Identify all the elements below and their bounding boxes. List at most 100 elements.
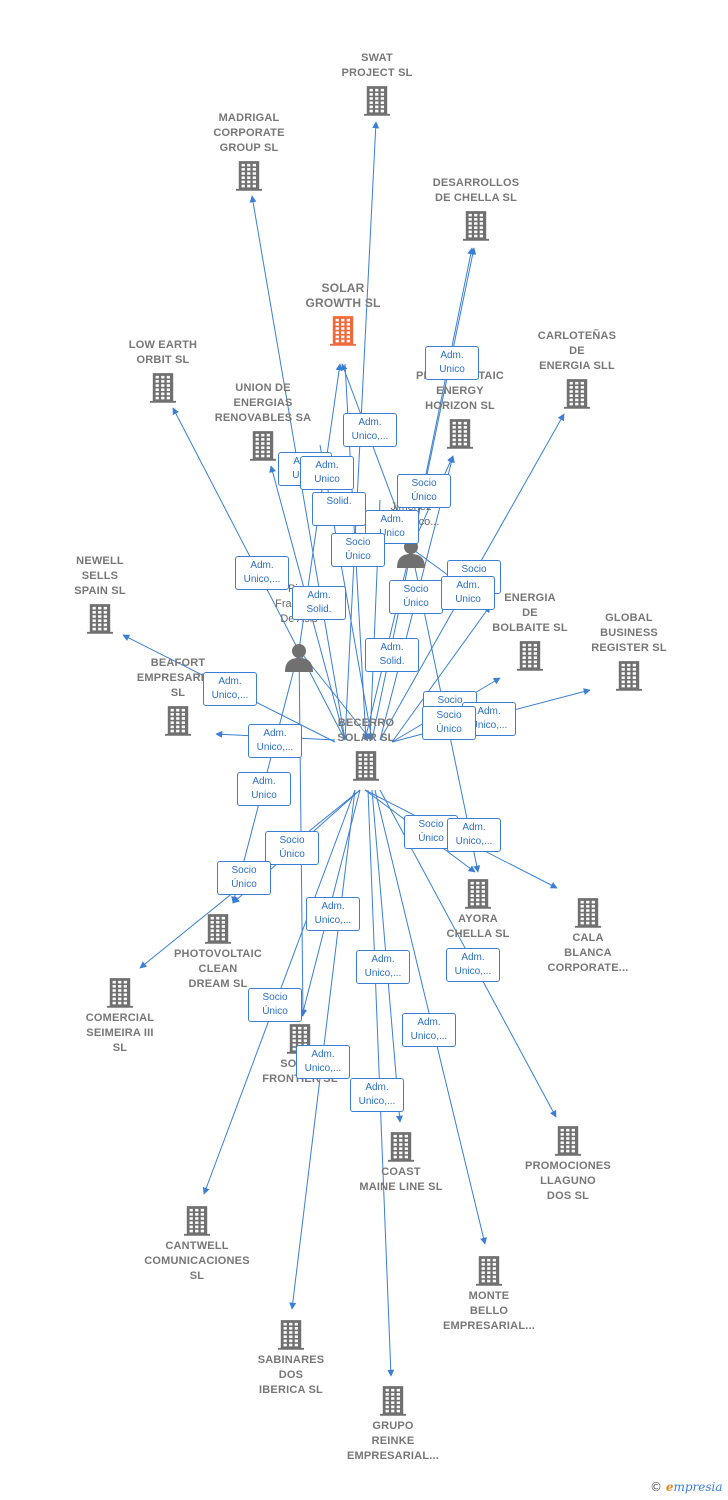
- company-label[interactable]: COAST MAINE LINE SL: [359, 1166, 443, 1193]
- company-node-coast[interactable]: COAST MAINE LINE SL: [331, 1127, 471, 1195]
- relation-label[interactable]: Adm. Solid.: [365, 638, 419, 672]
- building-icon: [353, 751, 379, 781]
- company-node-cala-blanca[interactable]: CALA BLANCA CORPORATE...: [518, 893, 658, 976]
- relation-label[interactable]: Adm. Unico,...: [248, 724, 302, 758]
- company-label[interactable]: SOLAR GROWTH SL: [305, 281, 381, 310]
- company-node-low-earth[interactable]: LOW EARTH ORBIT SL: [93, 338, 233, 406]
- brand-name: mpresia: [673, 1480, 723, 1494]
- company-label[interactable]: BECERRO SOLAR SL: [337, 717, 395, 744]
- building-icon: [447, 419, 473, 449]
- company-label[interactable]: GLOBAL BUSINESS REGISTER SL: [591, 612, 667, 654]
- relation-label[interactable]: Socio Único: [331, 533, 385, 567]
- relation-label[interactable]: Socio Único: [422, 706, 476, 740]
- company-label[interactable]: ENERGIA DE BOLBAITE SL: [492, 592, 568, 634]
- company-label[interactable]: UNION DE ENERGIAS RENOVABLES SA: [214, 382, 312, 424]
- company-node-beafort[interactable]: BEAFORT EMPRESARIAL SL: [108, 656, 248, 739]
- company-node-global-business[interactable]: GLOBAL BUSINESS REGISTER SL: [559, 611, 699, 694]
- building-icon: [236, 161, 262, 191]
- company-label[interactable]: CANTWELL COMUNICACIONES SL: [144, 1240, 250, 1282]
- building-icon: [380, 1386, 406, 1416]
- building-icon: [476, 1256, 502, 1286]
- person-icon[interactable]: [284, 642, 314, 677]
- company-node-union[interactable]: UNION DE ENERGIAS RENOVABLES SA: [193, 381, 333, 464]
- company-label[interactable]: SABINARES DOS IBERICA SL: [257, 1354, 325, 1396]
- relation-label[interactable]: Adm. Unico,...: [356, 950, 410, 984]
- building-icon: [564, 379, 590, 409]
- company-node-comercial[interactable]: COMERCIAL SEIMEIRA III SL: [50, 973, 190, 1056]
- relation-label[interactable]: Socio Único: [265, 831, 319, 865]
- building-icon: [465, 879, 491, 909]
- relation-label[interactable]: Socio Único: [397, 474, 451, 508]
- company-node-monte-bello[interactable]: MONTE BELLO EMPRESARIAL...: [419, 1251, 559, 1334]
- relation-label[interactable]: Solid.: [312, 492, 366, 526]
- building-icon: [184, 1206, 210, 1236]
- relation-label[interactable]: Adm. Unico,...: [402, 1013, 456, 1047]
- building-icon: [330, 316, 356, 346]
- relation-label[interactable]: Adm. Unico: [237, 772, 291, 806]
- edge-8: [391, 605, 491, 743]
- company-label[interactable]: MONTE BELLO EMPRESARIAL...: [442, 1290, 536, 1332]
- company-label[interactable]: AYORA CHELLA SL: [446, 913, 510, 940]
- relation-label[interactable]: Adm. Unico,...: [235, 556, 289, 590]
- company-node-solar-growth[interactable]: SOLAR GROWTH SL: [273, 281, 413, 349]
- building-icon: [517, 641, 543, 671]
- company-node-grupo-reinke[interactable]: GRUPO REINKE EMPRESARIAL...: [323, 1381, 463, 1464]
- company-node-pv-clean[interactable]: PHOTOVOLTAIC CLEAN DREAM SL: [148, 909, 288, 992]
- relation-label[interactable]: Adm. Unico,...: [203, 672, 257, 706]
- building-icon: [87, 604, 113, 634]
- company-label[interactable]: PHOTOVOLTAIC CLEAN DREAM SL: [174, 948, 262, 990]
- company-label[interactable]: CARLOTEÑAS DE ENERGIA SLL: [537, 330, 617, 372]
- company-node-promociones[interactable]: PROMOCIONES LLAGUNO DOS SL: [498, 1121, 638, 1204]
- relation-label[interactable]: Socio Único: [217, 861, 271, 895]
- building-icon: [250, 431, 276, 461]
- relation-label[interactable]: Adm. Unico,...: [350, 1078, 404, 1112]
- company-label[interactable]: BEAFORT EMPRESARIAL SL: [136, 657, 220, 699]
- building-icon: [107, 978, 133, 1008]
- company-label[interactable]: COMERCIAL SEIMEIRA III SL: [85, 1012, 155, 1054]
- relation-label[interactable]: Adm. Unico: [300, 456, 354, 490]
- relation-label[interactable]: Socio Único: [389, 580, 443, 614]
- company-node-becerro[interactable]: BECERRO SOLAR SL: [296, 716, 436, 784]
- relation-label[interactable]: Adm. Unico: [441, 576, 495, 610]
- building-icon: [278, 1320, 304, 1350]
- company-label[interactable]: NEWELL SELLS SPAIN SL: [74, 555, 126, 597]
- relation-label[interactable]: Socio Único: [248, 988, 302, 1022]
- relation-label[interactable]: Adm. Unico,...: [306, 897, 360, 931]
- relation-label[interactable]: Adm. Unico,...: [296, 1045, 350, 1079]
- brand-initial: e: [665, 1480, 674, 1494]
- building-icon: [555, 1126, 581, 1156]
- company-label[interactable]: GRUPO REINKE EMPRESARIAL...: [346, 1420, 440, 1462]
- company-node-madrigal[interactable]: MADRIGAL CORPORATE GROUP SL: [179, 111, 319, 194]
- building-icon: [575, 898, 601, 928]
- company-label[interactable]: MADRIGAL CORPORATE GROUP SL: [213, 112, 285, 154]
- building-icon: [364, 86, 390, 116]
- company-node-energia-bolbaite[interactable]: ENERGIA DE BOLBAITE SL: [460, 591, 600, 674]
- copyright-symbol: ©: [650, 1480, 662, 1494]
- company-node-cantwell[interactable]: CANTWELL COMUNICACIONES SL: [127, 1201, 267, 1284]
- building-icon: [205, 914, 231, 944]
- building-icon: [616, 661, 642, 691]
- relation-label[interactable]: Adm. Solid.: [292, 586, 346, 620]
- relation-label[interactable]: Adm. Unico: [425, 346, 479, 380]
- empresia-logo[interactable]: © empresia: [650, 1480, 723, 1494]
- company-node-pv-energy[interactable]: PHOTOVOLTAIC ENERGY HORIZON SL: [390, 369, 530, 452]
- relation-label[interactable]: Adm. Unico: [365, 510, 419, 544]
- building-icon: [463, 211, 489, 241]
- relation-label[interactable]: Adm. Unico,...: [446, 948, 500, 982]
- company-node-swat[interactable]: SWAT PROJECT SL: [307, 51, 447, 119]
- company-label[interactable]: CALA BLANCA CORPORATE...: [547, 932, 629, 974]
- company-label[interactable]: DESARROLLOS DE CHELLA SL: [432, 177, 520, 204]
- building-icon: [388, 1132, 414, 1162]
- company-node-ayora[interactable]: AYORA CHELLA SL: [408, 874, 548, 942]
- company-node-desarrollos[interactable]: DESARROLLOS DE CHELLA SL: [406, 176, 546, 244]
- company-node-newell[interactable]: NEWELL SELLS SPAIN SL: [30, 554, 170, 637]
- company-node-sabinares[interactable]: SABINARES DOS IBERICA SL: [221, 1315, 361, 1398]
- company-label[interactable]: LOW EARTH ORBIT SL: [128, 339, 198, 366]
- company-label[interactable]: SWAT PROJECT SL: [341, 52, 413, 79]
- building-icon: [165, 706, 191, 736]
- company-label[interactable]: PROMOCIONES LLAGUNO DOS SL: [525, 1160, 611, 1202]
- relation-label[interactable]: Adm. Unico,...: [447, 818, 501, 852]
- building-icon: [150, 373, 176, 403]
- relation-label[interactable]: Adm. Unico,...: [343, 413, 397, 447]
- company-node-carlotenas[interactable]: CARLOTEÑAS DE ENERGIA SLL: [507, 329, 647, 412]
